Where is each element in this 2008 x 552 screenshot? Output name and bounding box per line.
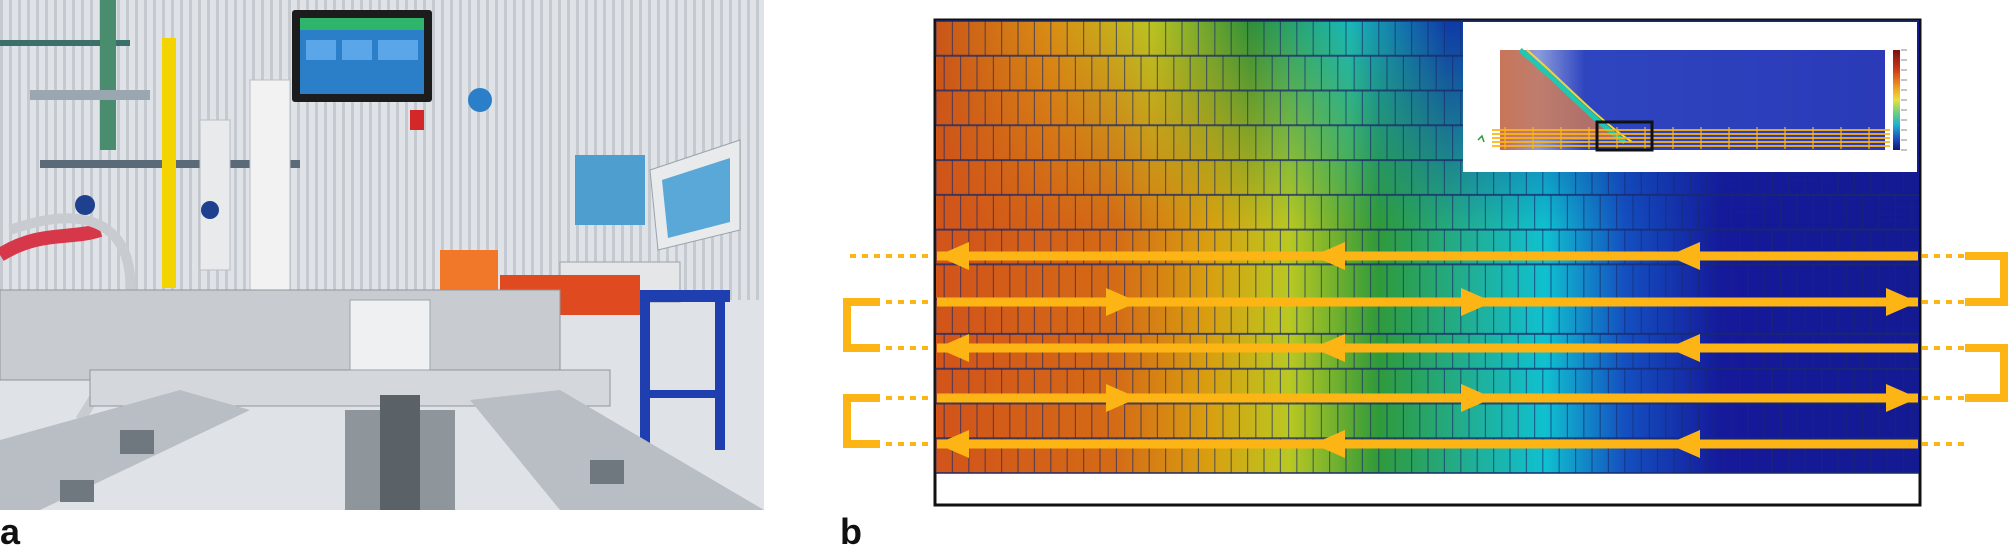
arrowhead-icon [1668, 430, 1700, 458]
arrowhead-icon [1668, 334, 1700, 362]
arrowhead-icon [1313, 242, 1345, 270]
colorbar-tick [1901, 129, 1907, 131]
arrowhead-icon [1461, 288, 1493, 316]
simulation-diagram [843, 18, 2008, 507]
colorbar-tick [1901, 119, 1907, 121]
toolpath [843, 242, 2008, 458]
machine-photo [0, 0, 764, 510]
axis-triad-icon [1477, 134, 1485, 143]
arrowhead-icon [1106, 384, 1138, 412]
inset-overview [1463, 22, 1917, 172]
colorbar-tick [1901, 99, 1907, 101]
arrowhead-icon [937, 334, 969, 362]
turn-bracket-left-1 [843, 298, 880, 352]
colorbar-tick [1901, 69, 1907, 71]
turn-bracket-right-2 [1965, 344, 2008, 402]
colorbar-tick [1901, 89, 1907, 91]
arrowhead-icon [937, 430, 969, 458]
arrowhead-icon [1668, 242, 1700, 270]
arrowhead-icon [937, 242, 969, 270]
panel-label-b: b [840, 511, 862, 552]
monitor-icon [292, 10, 432, 102]
turn-bracket-left-2 [843, 394, 880, 448]
arrowhead-icon [1313, 334, 1345, 362]
colorbar-tick [1901, 139, 1907, 141]
colorbar-tick [1901, 59, 1907, 61]
colorbar-tick [1901, 149, 1907, 151]
arrowhead-icon [1461, 384, 1493, 412]
panel-label-a: a [0, 511, 21, 552]
arrowhead-icon [1886, 384, 1918, 412]
arrowhead-icon [1106, 288, 1138, 316]
arrowhead-icon [1886, 288, 1918, 316]
inset-toolpath [1477, 127, 1890, 149]
colorbar-tick [1901, 109, 1907, 111]
colorbar-tick [1901, 49, 1907, 51]
yellow-post [162, 38, 176, 288]
colorbar-tick [1901, 79, 1907, 81]
turn-bracket-right-1 [1965, 252, 2008, 306]
inset-colorbar [1893, 50, 1900, 150]
zoom-region-box [1595, 120, 1654, 152]
arrowhead-icon [1313, 430, 1345, 458]
